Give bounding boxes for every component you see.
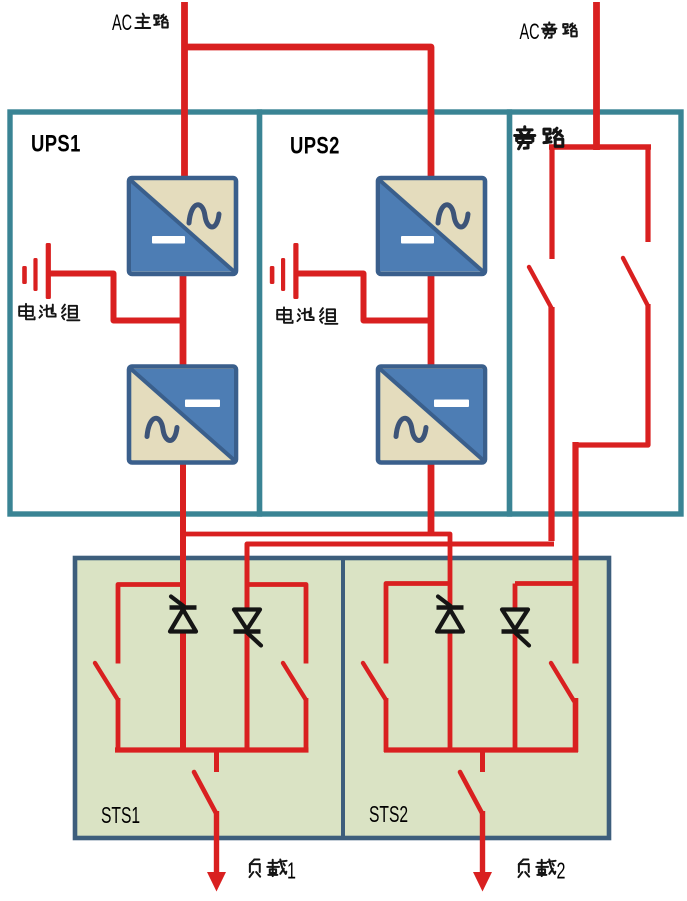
svg-text:UPS1: UPS1 bbox=[31, 130, 81, 157]
svg-text:1: 1 bbox=[287, 859, 296, 884]
svg-text:AC: AC bbox=[520, 19, 540, 44]
svg-text:UPS2: UPS2 bbox=[290, 132, 340, 159]
svg-text:2: 2 bbox=[557, 859, 566, 884]
svg-text:AC: AC bbox=[112, 10, 132, 35]
svg-text:STS2: STS2 bbox=[369, 802, 408, 828]
svg-text:STS1: STS1 bbox=[101, 803, 140, 829]
